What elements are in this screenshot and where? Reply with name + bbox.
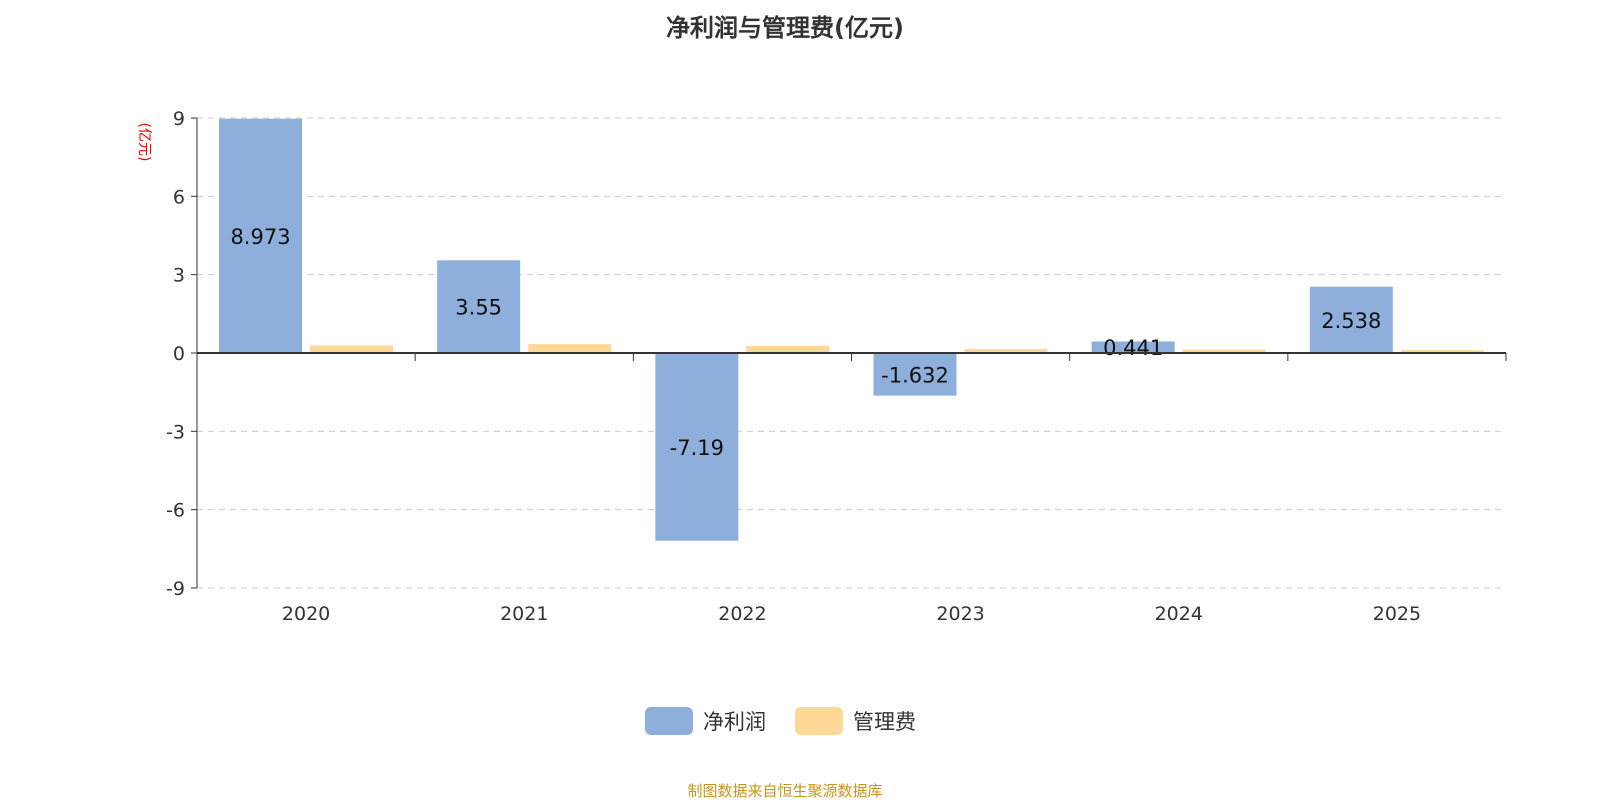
bar-management-fee	[964, 349, 1048, 353]
data-label: -7.19	[670, 436, 724, 460]
bar-management-fee	[528, 344, 612, 353]
bar-management-fee	[1400, 350, 1484, 353]
legend-label: 净利润	[703, 710, 766, 734]
legend-swatch	[795, 707, 843, 735]
x-tick-label: 2025	[1373, 603, 1421, 625]
legend-label: 管理费	[853, 710, 916, 734]
data-label: 3.55	[455, 296, 502, 320]
x-tick-label: 2020	[282, 603, 330, 625]
y-tick-label: 9	[173, 108, 185, 130]
y-tick-label: 6	[173, 186, 185, 208]
bar-net-profit	[1091, 341, 1175, 353]
y-axis-label: (亿元)	[136, 123, 152, 162]
bar-management-fee	[746, 345, 830, 353]
y-tick-label: -3	[166, 421, 185, 443]
legend-swatch	[645, 707, 693, 735]
x-tick-label: 2023	[936, 603, 984, 625]
y-tick-label: 0	[173, 343, 185, 365]
data-label: -1.632	[881, 363, 949, 387]
bar-net-profit	[1309, 286, 1393, 353]
bar-management-fee	[1182, 349, 1266, 353]
x-tick-label: 2024	[1155, 603, 1203, 625]
y-tick-label: -9	[166, 578, 185, 600]
data-label: 8.973	[230, 225, 290, 249]
data-label: 2.538	[1321, 309, 1381, 333]
bar-net-profit	[219, 118, 302, 353]
data-label: 0.441	[1103, 336, 1163, 360]
source-note: 制图数据来自恒生聚源数据库	[687, 782, 883, 800]
x-tick-label: 2022	[718, 603, 766, 625]
bar-net-profit	[873, 353, 957, 396]
bar-management-fee	[310, 345, 393, 353]
x-tick-label: 2021	[500, 603, 548, 625]
y-tick-label: 3	[173, 265, 185, 287]
y-tick-label: -6	[166, 500, 185, 522]
bar-net-profit	[655, 353, 739, 541]
bar-net-profit	[437, 260, 521, 353]
chart-title: 净利润与管理费(亿元)	[666, 14, 904, 42]
